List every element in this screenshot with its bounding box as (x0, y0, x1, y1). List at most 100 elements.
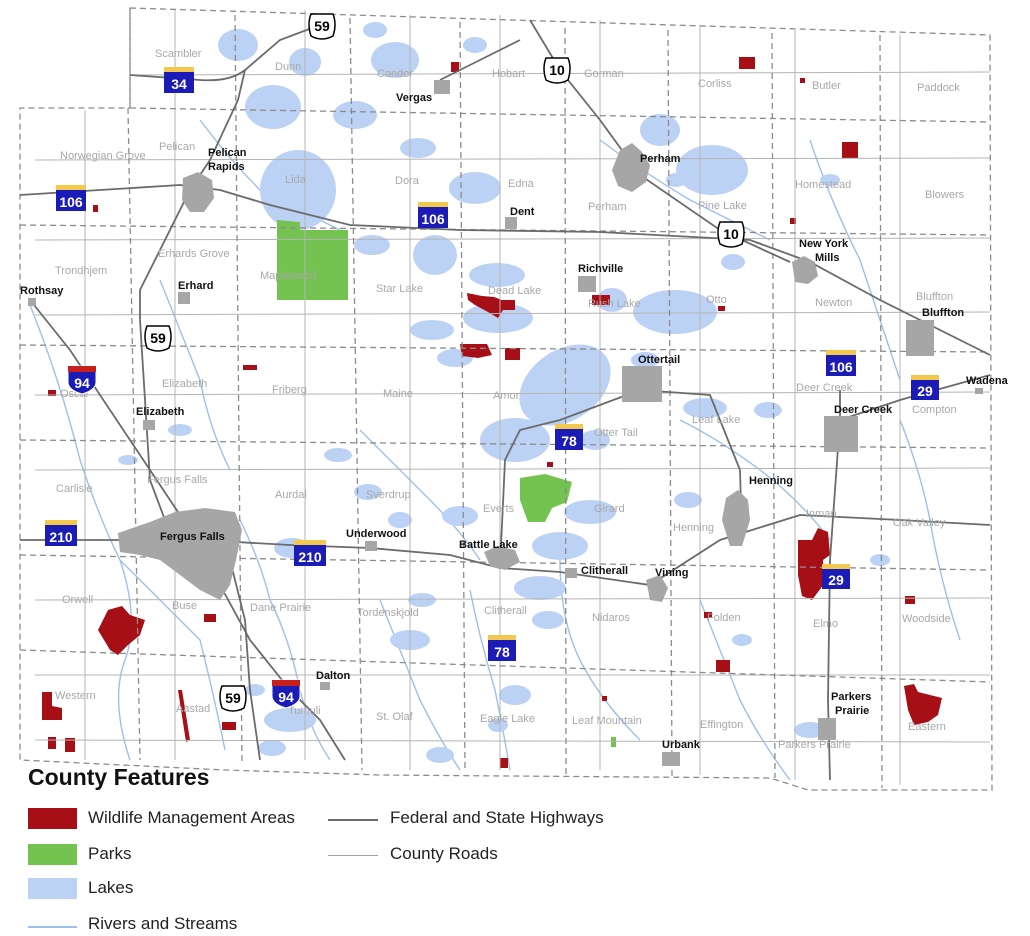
lake (732, 634, 752, 646)
township-label: Woodside (902, 613, 951, 625)
clitherall-area (565, 568, 577, 578)
town-label: Clitherall (581, 565, 628, 577)
township-label: Trondhjem (55, 265, 107, 277)
town-label: Richville (578, 263, 623, 275)
wma (451, 62, 459, 72)
town-label: Erhard (178, 280, 213, 292)
fergus-falls-area (118, 508, 242, 600)
township-label: Otter Tail (594, 427, 638, 439)
lake (597, 288, 627, 312)
lake (333, 101, 377, 129)
township-label: Dora (395, 175, 420, 187)
township-label: Norwegian Grove (60, 150, 146, 162)
township-label: Dane Prairie (250, 602, 311, 614)
rothsay-area (28, 298, 36, 306)
wma (460, 344, 492, 358)
town-label: New York (799, 238, 849, 250)
legend-title: County Features (28, 764, 210, 790)
township-label: Leaf Mountain (572, 715, 642, 727)
legend-label-rivers: Rivers and Streams (88, 914, 238, 933)
wma (65, 738, 75, 752)
township-label: Elizabeth (162, 378, 207, 390)
mn29-shield: 29 (911, 375, 939, 400)
lake (118, 455, 138, 465)
shield-number: 210 (298, 549, 322, 565)
township-label: Butler (812, 80, 841, 92)
wma (467, 293, 515, 318)
wma (790, 218, 796, 224)
us59-shield: 59 (308, 13, 336, 40)
wma (98, 606, 145, 655)
dent-area (505, 217, 517, 229)
shield-number: 34 (171, 76, 187, 92)
lake (499, 685, 531, 705)
wma (716, 660, 730, 672)
lake (564, 500, 616, 524)
town-label: Prairie (835, 705, 869, 717)
lake (168, 424, 192, 436)
i94-shield: 94 (67, 365, 97, 395)
township-label: Perham (588, 201, 627, 213)
lake (264, 708, 316, 732)
town-label: Bluffton (922, 307, 964, 319)
legend-label-lakes: Lakes (88, 878, 134, 897)
mn78-shield: 78 (488, 635, 516, 661)
town-label: Perham (640, 153, 681, 165)
legend-label-wma: Wildlife Management Areas (88, 808, 295, 827)
township-label: Bluffton (916, 291, 953, 303)
mn34-shield: 34 (164, 67, 194, 93)
mn78-shield: 78 (555, 424, 583, 450)
lake (514, 576, 566, 600)
town-label: Fergus Falls (160, 531, 225, 543)
lake (631, 352, 659, 368)
lake (870, 554, 890, 566)
us10-shield: 10 (543, 57, 571, 84)
township-label: Girard (594, 503, 625, 515)
legend-swatch-county-roads (328, 855, 378, 856)
lake (449, 172, 501, 204)
lake (245, 684, 265, 696)
lake (488, 718, 508, 732)
township-label: Pelican (159, 141, 195, 153)
maplewood-state-park (277, 220, 348, 300)
lake (640, 114, 680, 146)
township-label: Corliss (698, 78, 732, 90)
township-label: Maplewood (260, 270, 316, 282)
township-label: Friberg (272, 384, 307, 396)
shield-number: 94 (74, 375, 90, 391)
township-label: Eagle Lake (480, 713, 535, 725)
lake (258, 740, 286, 756)
township-label: Parkers Prairie (778, 739, 851, 751)
lakes-layer (118, 22, 890, 763)
shield-number: 210 (49, 529, 73, 545)
town-label: Mills (815, 252, 839, 264)
township-label: Aastad (176, 703, 210, 715)
lake (442, 506, 478, 526)
town-label: Underwood (346, 528, 407, 540)
mn210-shield: 210 (294, 540, 326, 566)
shield-number: 106 (829, 359, 853, 375)
county-roads-layer (34, 10, 991, 785)
lake (400, 138, 436, 158)
wma (505, 348, 520, 360)
township-label: Tumuli (288, 705, 321, 717)
wma (93, 205, 98, 212)
lake (463, 37, 487, 53)
wma (204, 614, 216, 622)
wma (800, 78, 805, 83)
lake (363, 22, 387, 38)
shield-number: 29 (828, 572, 844, 588)
township-label: Amor (493, 390, 520, 402)
town-label: Rothsay (20, 285, 64, 297)
wma (842, 142, 858, 158)
town-label: Wadena (966, 375, 1009, 387)
township-label: Fergus Falls (147, 474, 208, 486)
township-label: Compton (912, 404, 957, 416)
shield-number: 106 (59, 194, 83, 210)
lake (754, 402, 782, 418)
park (611, 737, 616, 747)
shield-number: 59 (225, 690, 241, 706)
lake (426, 747, 454, 763)
township-label: Everts (483, 503, 515, 515)
township-label: Homestead (795, 179, 851, 191)
